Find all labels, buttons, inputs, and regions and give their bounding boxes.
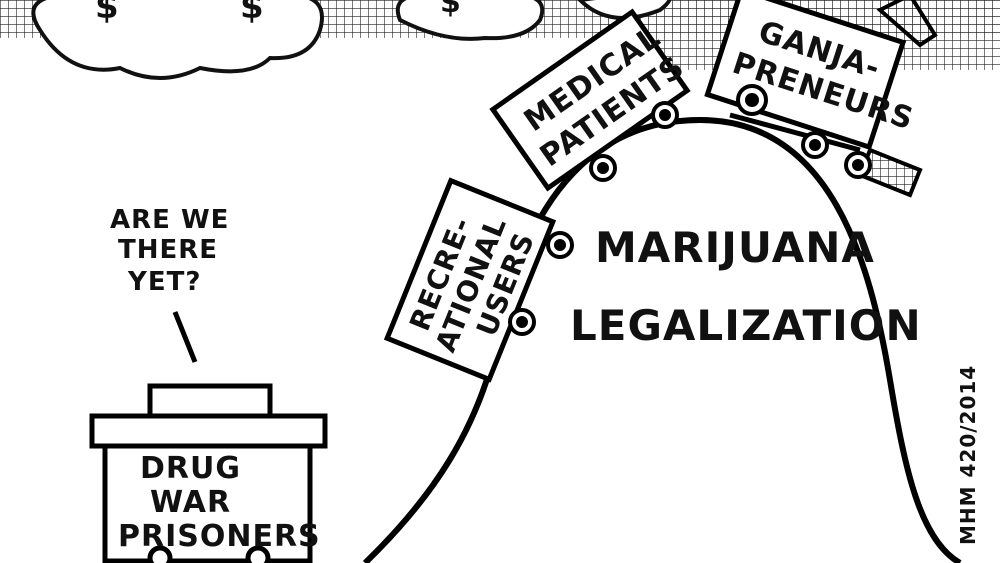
cloud-middle (395, 0, 545, 41)
car-medical-wheels (589, 101, 679, 182)
cloud-left (31, 0, 324, 80)
legalization-hill (362, 116, 962, 563)
speech-line-3: YET? (127, 267, 201, 297)
speech-line-1: ARE WE (110, 205, 229, 235)
cloud-symbol: $ (440, 0, 462, 20)
engine-ganjapreneurs: GANJA- PRENEURS (704, 0, 938, 198)
cloud-symbol: $ (240, 0, 265, 27)
cloud-symbol: $ (95, 0, 120, 27)
money-clouds (31, 0, 672, 80)
caboose-drug-war-prisoners (89, 383, 328, 563)
caboose-label-3: PRISONERS (118, 519, 321, 554)
hill-label-line1: MARIJUANA (595, 223, 875, 272)
speech-pointer (172, 311, 198, 363)
hill-label-line2: LEGALIZATION (570, 301, 922, 350)
car-recreational-users: RECRE- ATIONAL USERS (383, 177, 557, 383)
speech-line-2: THERE (118, 235, 218, 265)
caboose-label-2: WAR (150, 485, 231, 520)
caboose-label-1: DRUG (140, 451, 241, 486)
car-recreational-wheels (508, 231, 574, 336)
artist-signature: MHM 420/2014 (956, 365, 980, 545)
cloud-right (577, 0, 672, 20)
